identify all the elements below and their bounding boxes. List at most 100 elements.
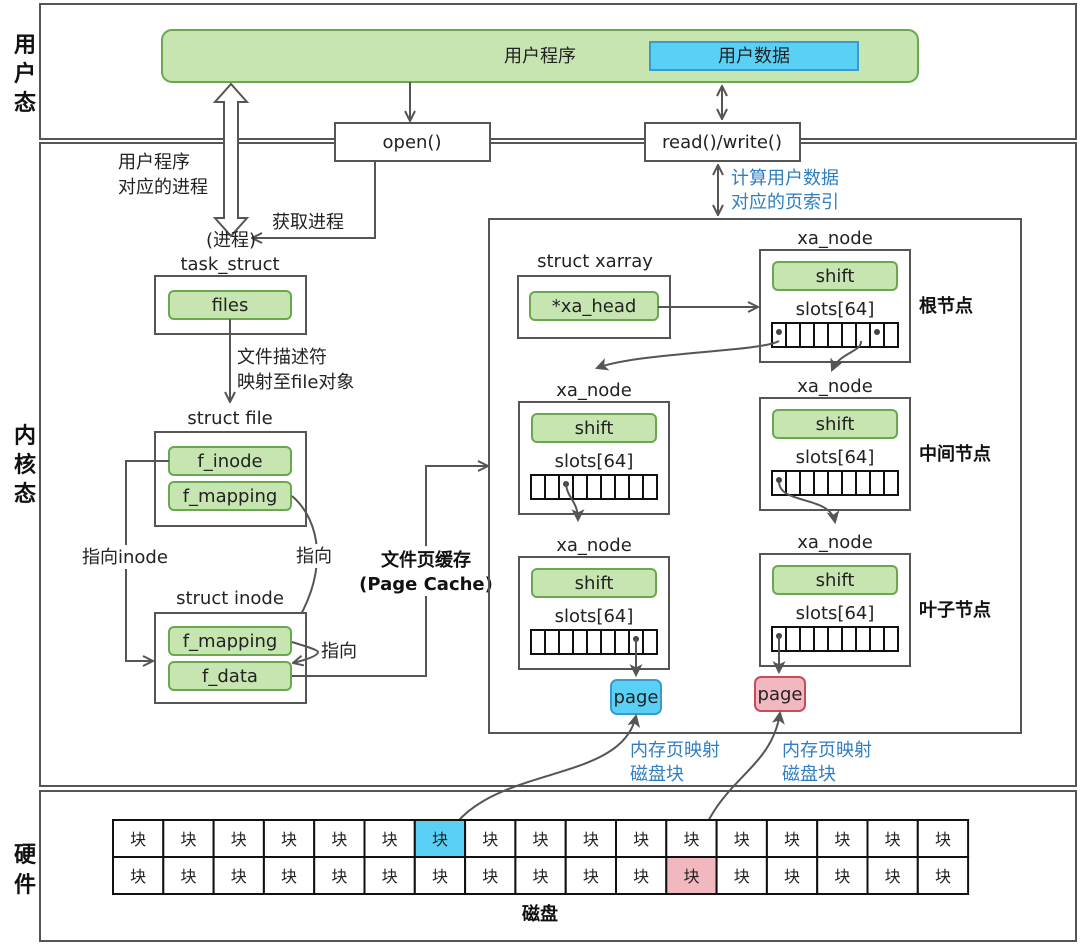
- xa-node-title: xa_node: [556, 380, 632, 401]
- svg-text:磁盘块: 磁盘块: [630, 764, 684, 785]
- disk-block: 块: [262, 819, 316, 858]
- disk-block-cell: [866, 856, 919, 895]
- disk-block-label: 块: [784, 830, 800, 849]
- disk-block: 块: [413, 856, 467, 895]
- disk-block: 块: [615, 819, 668, 858]
- svg-text:(Page Cache): (Page Cache): [359, 574, 493, 595]
- root-to-mid-left-arrow: [594, 340, 780, 371]
- mid-left-to-leaf-arrow: [565, 481, 585, 523]
- slot-cell: [855, 322, 871, 348]
- point-to-inode-label: 指向inode: [82, 547, 168, 568]
- slot-cell: [869, 626, 885, 652]
- label-bg: [360, 546, 490, 596]
- disk-block: 块: [162, 856, 215, 895]
- tree-level-label: 叶子节点: [919, 599, 991, 621]
- disk-block: 块: [665, 856, 718, 895]
- disk-label: 磁盘: [522, 903, 558, 925]
- user-data-label: 用户数据: [718, 46, 790, 67]
- slot-pointer-dot: [776, 329, 782, 335]
- svg-text:文件页缓存: 文件页缓存: [381, 549, 471, 571]
- disk-block: 块: [112, 856, 165, 895]
- slot-pointer-dot: [874, 329, 880, 335]
- disk-block-label: 块: [482, 867, 498, 886]
- xa-node-title: xa_node: [797, 228, 873, 249]
- shift-field: [531, 413, 657, 443]
- slot-pointer-dot: [776, 477, 782, 483]
- shift-field: [772, 565, 898, 595]
- slot-cell: [827, 322, 843, 348]
- slot-cell: [827, 470, 843, 496]
- disk-block-label: 块: [834, 830, 850, 849]
- disk-block-cell: [212, 856, 265, 895]
- disk-block-label: 块: [533, 867, 549, 886]
- process-label: (进程): [206, 230, 256, 251]
- disk-block: 块: [112, 819, 165, 858]
- disk-block: 块: [665, 819, 718, 858]
- svg-text:用户态: 用户态: [14, 33, 36, 116]
- get-process-label: 获取进程: [272, 212, 344, 233]
- disk-block-label: 块: [683, 867, 699, 886]
- disk-block-label: 块: [885, 830, 901, 849]
- disk-block-label: 块: [734, 830, 750, 849]
- disk-grid: 块块块块块块块块块块块块块块块块块块块块块块块块块块块块块块块块块块: [112, 819, 970, 895]
- slot-cell: [642, 629, 658, 655]
- struct-xarray-title: struct xarray: [537, 251, 653, 272]
- disk-block-cell: [162, 819, 215, 858]
- calc-page-index-note: 计算用户数据 对应的页索引: [731, 168, 839, 213]
- disk-block-label: 块: [583, 867, 599, 886]
- disk-block: 块: [363, 819, 416, 858]
- slot-cell: [799, 470, 815, 496]
- struct-inode-title: struct inode: [176, 588, 284, 609]
- process-double-arrow: [212, 82, 250, 238]
- disk-block: 块: [816, 856, 869, 895]
- svg-text:用户程序: 用户程序: [118, 152, 190, 173]
- open-syscall-label: open(): [383, 132, 442, 153]
- disk-block: 块: [715, 856, 768, 895]
- slot-cell: [883, 626, 899, 652]
- layer-label-hardware: 硬件: [14, 843, 37, 898]
- field-f-mapping-inode: [168, 626, 292, 656]
- slot-cell: [883, 470, 899, 496]
- shift-label: shift: [816, 414, 855, 435]
- struct-file-title: struct file: [187, 408, 272, 429]
- user-program-label: 用户程序: [504, 46, 576, 67]
- root-to-mid-right-arrow: [830, 340, 862, 372]
- svg-text:对应的进程: 对应的进程: [118, 177, 208, 198]
- disk-block: 块: [514, 856, 567, 895]
- disk-block-label: 块: [935, 830, 951, 849]
- read-write-syscall-label: read()/write(): [662, 132, 782, 153]
- field-f-data: [168, 661, 292, 691]
- disk-block-label: 块: [180, 830, 196, 849]
- shift-label: shift: [816, 570, 855, 591]
- layer-label-user: 用户态: [14, 33, 36, 116]
- mid-right-to-leaf-arrow: [778, 481, 840, 525]
- xa-node-title: xa_node: [797, 376, 873, 397]
- disk-block-label: 块: [331, 830, 347, 849]
- disk-block-label: 块: [885, 867, 901, 886]
- slot-cell: [544, 629, 560, 655]
- svg-text:内存页映射: 内存页映射: [630, 740, 720, 761]
- disk-block: 块: [464, 856, 517, 895]
- disk-block-label: 块: [331, 867, 347, 886]
- slot-cell: [799, 626, 815, 652]
- disk-block: 块: [413, 819, 467, 858]
- tree-level-label: 中间节点: [919, 443, 991, 465]
- disk-block-label: 块: [784, 867, 800, 886]
- shift-field: [531, 568, 657, 598]
- disk-block-label: 块: [130, 830, 146, 849]
- disk-block-cell: [615, 819, 668, 858]
- open-to-process-arrow: [252, 161, 376, 238]
- disk-block-label: 块: [482, 830, 498, 849]
- disk-block: 块: [816, 819, 869, 858]
- slot-cell: [614, 474, 630, 500]
- disk-block-cell: [715, 819, 768, 858]
- slot-cell: [586, 629, 602, 655]
- disk-block: 块: [564, 856, 618, 895]
- fd-mapping-note: 文件描述符 映射至file对象: [237, 347, 354, 393]
- slot-cell: [642, 474, 658, 500]
- field-f-data-label: f_data: [202, 666, 258, 687]
- slots-label: slots[64]: [796, 603, 875, 624]
